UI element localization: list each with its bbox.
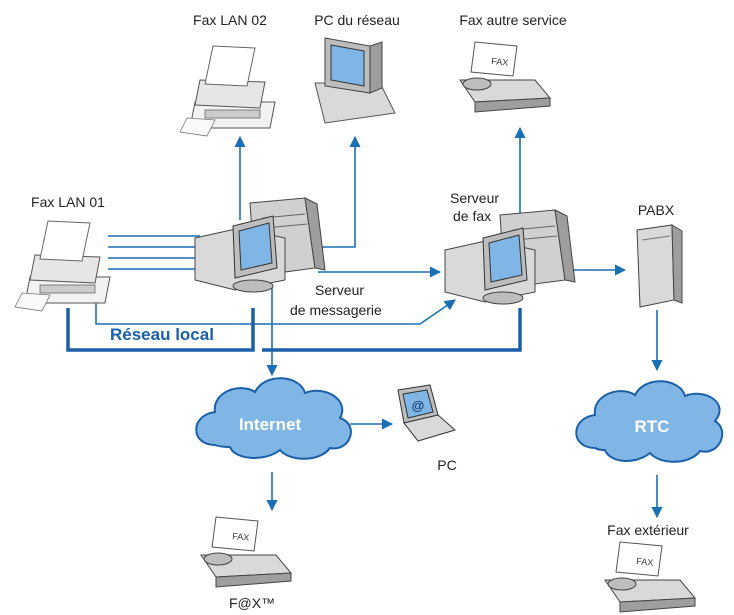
connections xyxy=(95,126,663,519)
link-server-pc-reseau xyxy=(318,135,361,248)
pc-du-reseau-label: PC du réseau xyxy=(314,12,400,28)
fax-tm-label: F@X™ xyxy=(229,595,275,611)
fax-autre-service-device: FAX xyxy=(459,41,552,113)
pc-laptop-device: @ xyxy=(397,384,457,442)
serveur-messagerie-device xyxy=(194,197,326,293)
fax-tm-device: FAX xyxy=(200,516,293,588)
fax-paper-text: FAX xyxy=(636,556,654,568)
rtc-label: RTC xyxy=(635,417,670,436)
pc-du-reseau-device xyxy=(314,37,396,124)
internet-label: Internet xyxy=(239,415,302,434)
pabx-device xyxy=(636,224,683,308)
fax-exterieur-label: Fax extérieur xyxy=(607,522,689,538)
serveur-messagerie-label-line2: de messagerie xyxy=(290,302,382,318)
serveur-fax-label-line1: Serveur xyxy=(450,190,499,206)
fax-lan-01-label: Fax LAN 01 xyxy=(31,194,105,210)
fax-lan-01-device xyxy=(14,220,111,312)
serveur-fax-label-line2: de fax xyxy=(453,208,491,224)
internet-cloud: Internet xyxy=(195,377,352,460)
fax-exterieur-device: FAX xyxy=(604,541,697,613)
reseau-local-label: Réseau local xyxy=(110,325,214,344)
fax-lan-02-label: Fax LAN 02 xyxy=(193,12,267,28)
link-fax01-faxserver xyxy=(95,290,456,325)
serveur-fax-device xyxy=(444,209,576,305)
fax-paper-text: FAX xyxy=(491,56,509,68)
serveur-messagerie-label-line1: Serveur xyxy=(315,282,364,298)
pc-label: PC xyxy=(437,457,456,473)
pabx-label: PABX xyxy=(638,202,675,218)
fax-lan-02-device xyxy=(179,45,276,137)
reseau-local-bus xyxy=(66,308,522,352)
fax-autre-service-label: Fax autre service xyxy=(459,12,567,28)
rtc-cloud: RTC xyxy=(575,380,724,463)
email-at-symbol: @ xyxy=(412,398,425,413)
fax-paper-text: FAX xyxy=(232,531,250,543)
